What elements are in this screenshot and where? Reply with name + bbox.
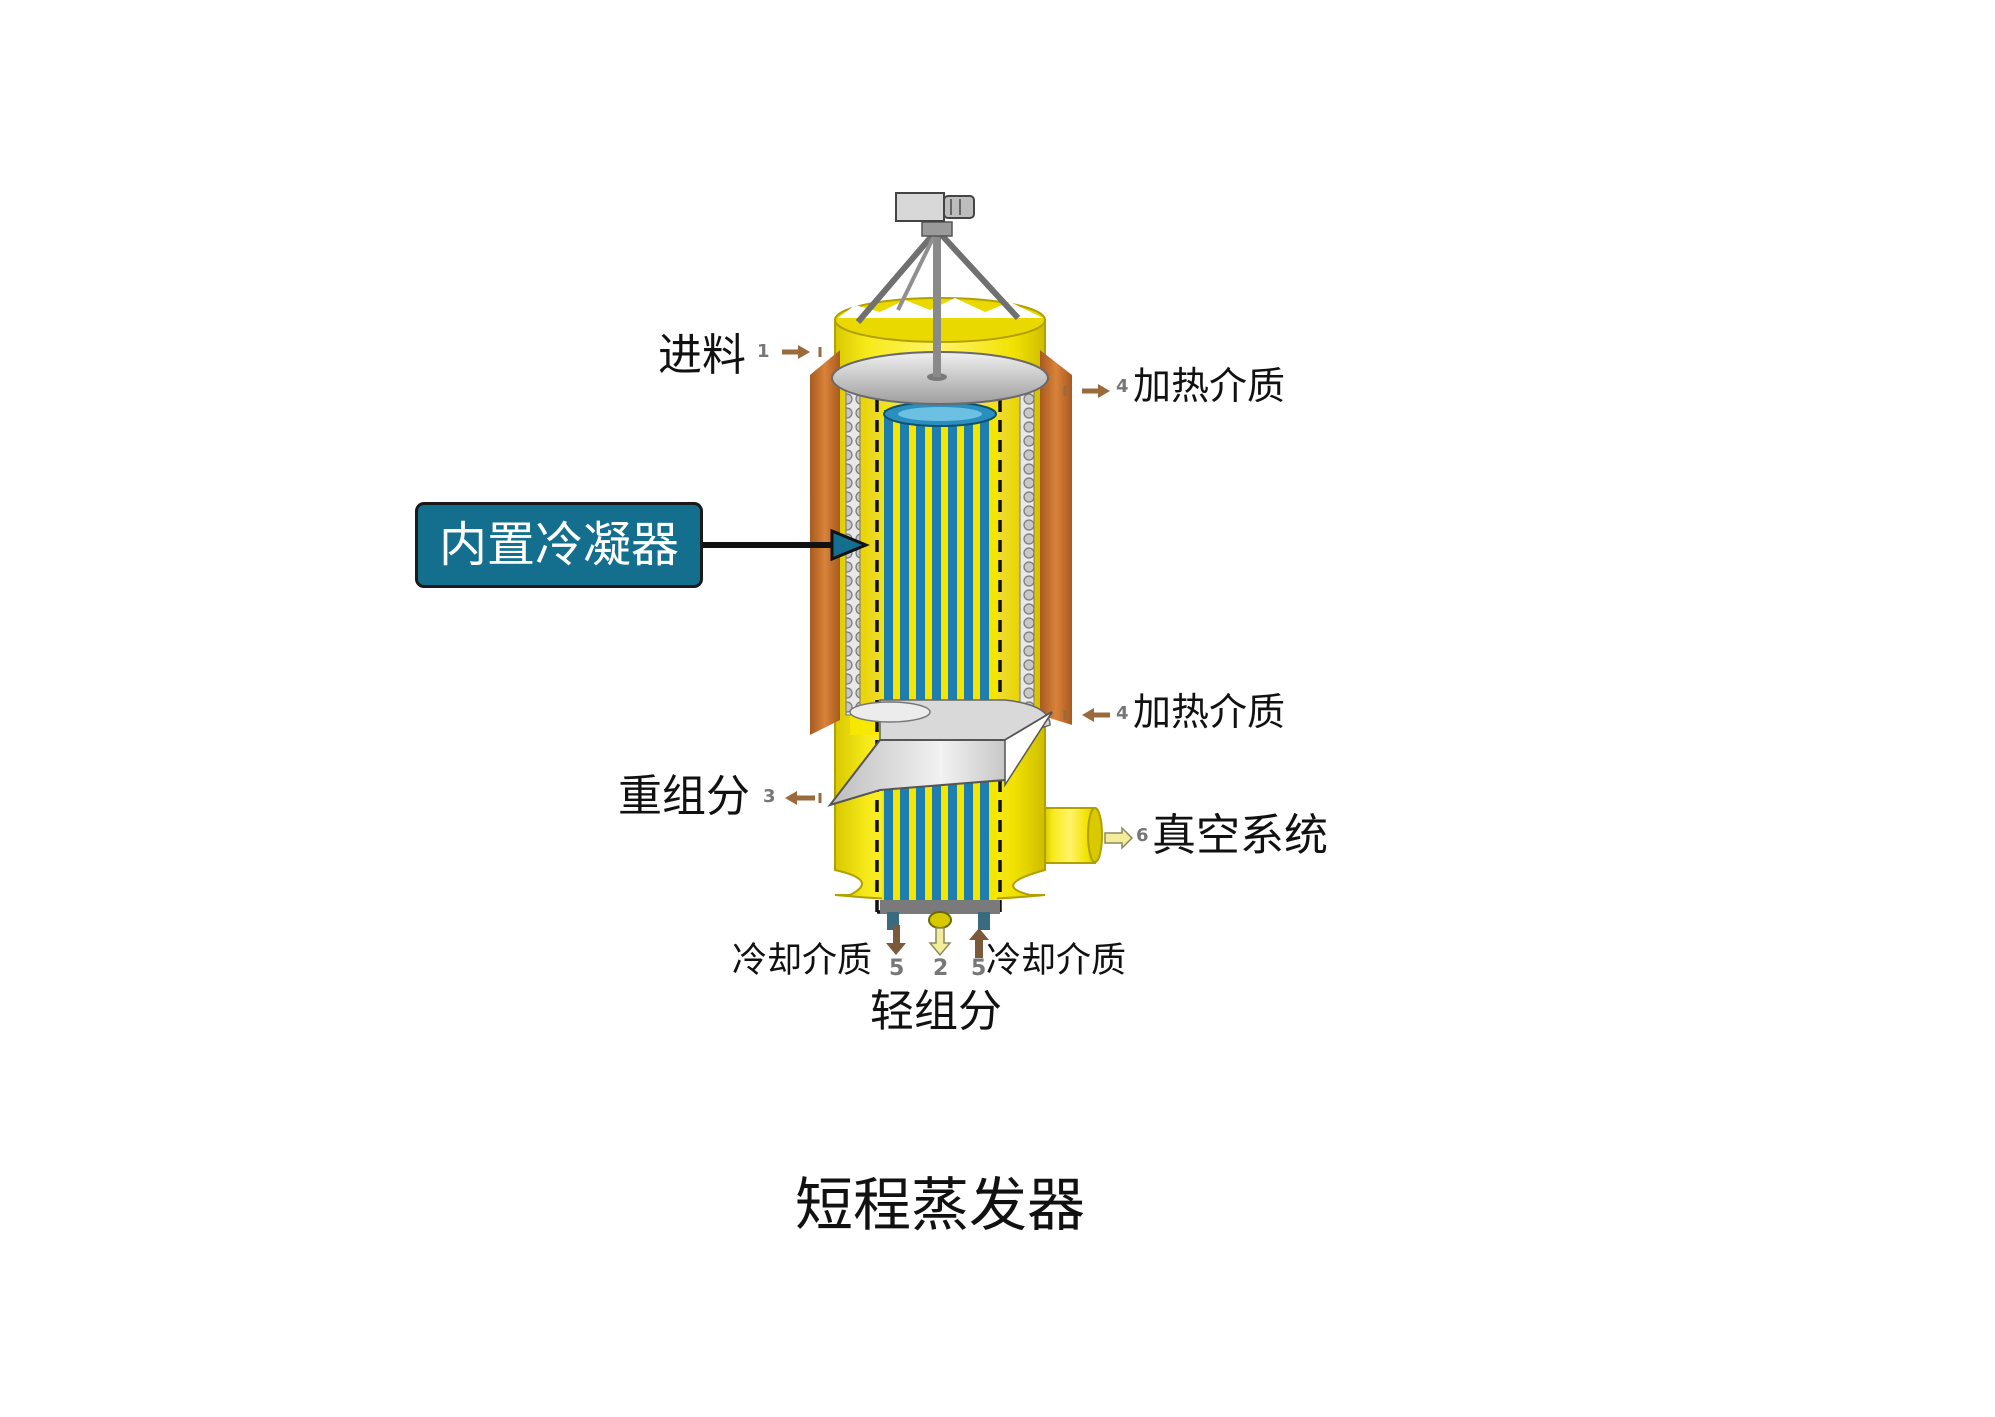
- vacuum-arrow: [1104, 826, 1134, 850]
- feed-number: 1: [757, 341, 770, 362]
- heating-out-arrow: [1063, 384, 1110, 398]
- vacuum-number: 6: [1136, 825, 1149, 846]
- feed-arrow: [782, 345, 822, 359]
- collection-tray: [827, 699, 1053, 807]
- bottom-arrows: [886, 925, 989, 958]
- heating-in-arrow: [1063, 708, 1110, 722]
- drive-stand: [855, 221, 1021, 377]
- heavy-fraction-label: 重组分: [618, 771, 750, 822]
- heating-in-number: 4: [1116, 703, 1129, 724]
- light-fraction-label: 轻组分: [870, 986, 1002, 1037]
- cooling-medium-right-label: 冷却介质: [986, 941, 1127, 981]
- cooling-right-number: 5: [971, 956, 987, 981]
- feed-label: 进料: [658, 330, 746, 381]
- internal-condenser-label: 内置冷凝器: [415, 502, 703, 588]
- bottom-outlets: [880, 900, 1000, 930]
- condenser-tubes: [882, 401, 997, 910]
- heavy-arrow: [785, 791, 822, 805]
- diagram-title: 短程蒸发器: [795, 1171, 1086, 1239]
- heavy-number: 3: [763, 786, 776, 807]
- heating-out-number: 4: [1116, 376, 1129, 397]
- condenser-pointer-arrow: [703, 528, 870, 562]
- vacuum-nozzle: [1044, 807, 1103, 864]
- distributor-disc: [831, 351, 1049, 405]
- heating-in-label: 加热介质: [1133, 690, 1286, 734]
- heating-out-label: 加热介质: [1133, 364, 1286, 408]
- motor: [895, 192, 975, 222]
- cooling-medium-left-label: 冷却介质: [732, 941, 873, 981]
- cooling-left-number: 5: [889, 956, 905, 981]
- light-number: 2: [933, 956, 949, 981]
- vacuum-system-label: 真空系统: [1152, 810, 1328, 861]
